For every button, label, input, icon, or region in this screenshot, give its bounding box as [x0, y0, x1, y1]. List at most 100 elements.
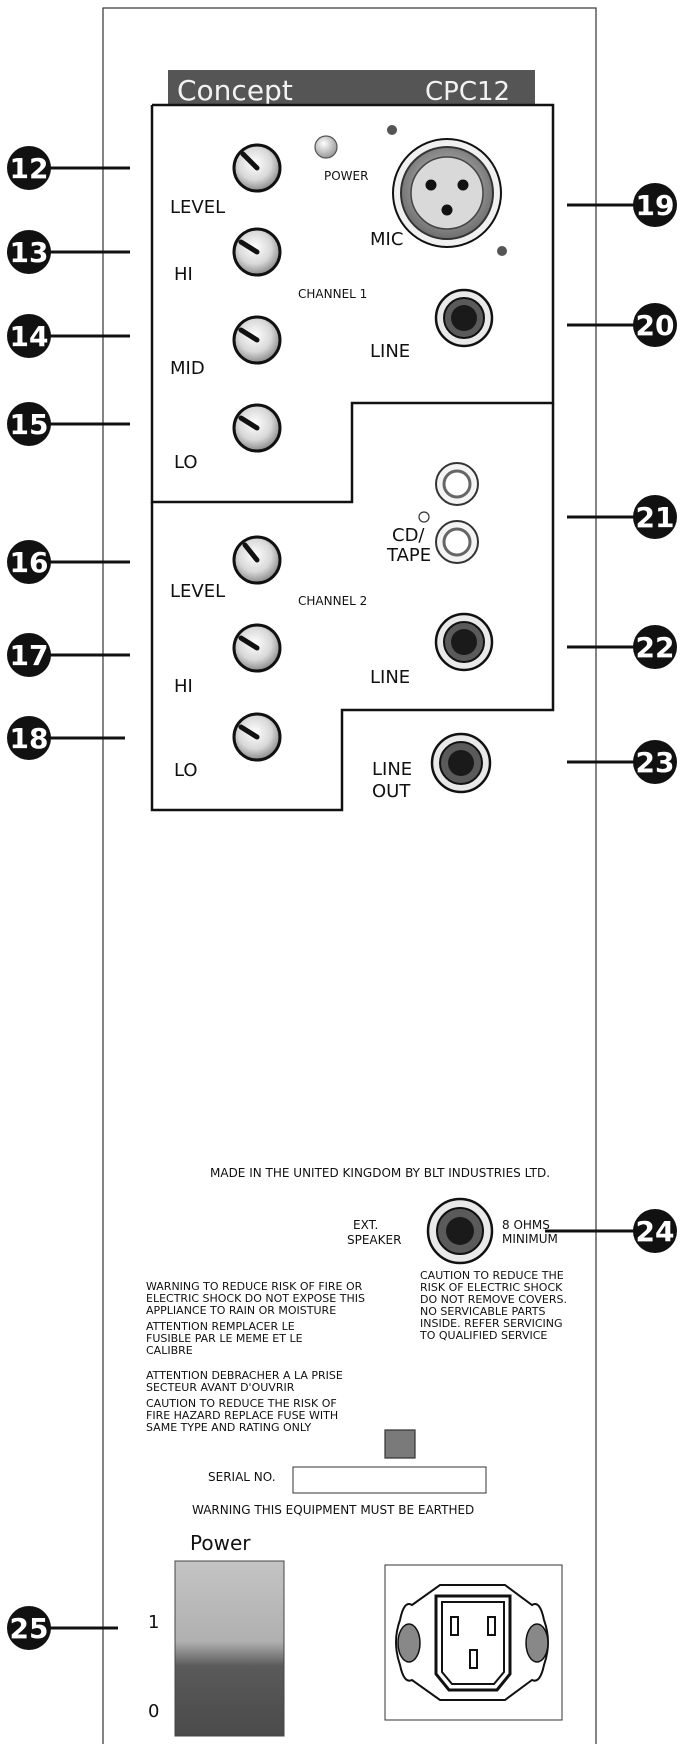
- callout-number-21: 21: [636, 501, 675, 534]
- ch1-lo-label: LO: [174, 452, 198, 473]
- ch1-hi-knob[interactable]: [232, 227, 282, 277]
- callout-number-12: 12: [10, 152, 49, 185]
- cd-tape-rca-top[interactable]: [435, 462, 479, 506]
- callout-number-25: 25: [10, 1612, 49, 1645]
- caution-right-1: CAUTION TO REDUCE THE: [420, 1269, 564, 1282]
- cd-tape-label-2: TAPE: [386, 545, 431, 566]
- callout-badge: [7, 633, 51, 677]
- callout-badge: [633, 1209, 677, 1253]
- callout-badge: [633, 183, 677, 227]
- caution-fuse-3: SAME TYPE AND RATING ONLY: [146, 1421, 312, 1434]
- callout-badge: [633, 625, 677, 669]
- ch1-mid-label: MID: [170, 358, 205, 379]
- power-led: [314, 135, 338, 159]
- callout-number-18: 18: [10, 722, 49, 755]
- cd-tape-label-1: CD/: [392, 525, 425, 546]
- callout-group: 12 13 14 15 16 17 18 19 20 21 22 23 24 25: [7, 146, 677, 1650]
- callout-badge: [7, 402, 51, 446]
- ohms-label-1: 8 OHMS: [502, 1218, 550, 1232]
- callout-badge: [633, 303, 677, 347]
- indicator-ring: [418, 511, 430, 523]
- callout-badge: [633, 740, 677, 784]
- warning-left-1: WARNING TO REDUCE RISK OF FIRE OR: [146, 1280, 363, 1293]
- channel1-label: CHANNEL 1: [298, 287, 367, 301]
- caution-right-3: DO NOT REMOVE COVERS.: [420, 1293, 567, 1306]
- model-name: CPC12: [425, 77, 510, 107]
- channel2-outline: [150, 403, 555, 812]
- ch2-level-knob[interactable]: [232, 535, 282, 585]
- power-label: POWER: [324, 169, 368, 183]
- caution-right-4: NO SERVICABLE PARTS: [420, 1305, 545, 1318]
- ch2-hi-label: HI: [174, 676, 193, 697]
- callout-number-22: 22: [636, 631, 675, 664]
- brand-name: Concept: [177, 74, 293, 107]
- rear-panel-outline: [102, 7, 597, 1744]
- channel2-label: CHANNEL 2: [298, 594, 367, 608]
- attention-fuse-1: ATTENTION REMPLACER LE: [146, 1320, 295, 1333]
- power-switch-title: Power: [190, 1531, 251, 1555]
- caution-right-5: INSIDE. REFER SERVICING: [420, 1317, 563, 1330]
- callout-badge: [7, 314, 51, 358]
- ch1-hi-label: HI: [174, 264, 193, 285]
- switch-on-label: 1: [148, 1612, 159, 1633]
- ch2-line-jack[interactable]: [434, 612, 494, 672]
- cd-tape-rca-bottom[interactable]: [435, 520, 479, 564]
- attention-fuse-3: CALIBRE: [146, 1344, 193, 1357]
- attention-fuse-2: FUSIBLE PAR LE MEME ET LE: [146, 1332, 303, 1345]
- ch1-line-jack[interactable]: [434, 288, 494, 348]
- ch1-line-label: LINE: [370, 341, 410, 362]
- callout-badge: [7, 1606, 51, 1650]
- attention-mains-1: ATTENTION DEBRACHER A LA PRISE: [146, 1369, 343, 1382]
- line-out-label-1: LINE: [372, 759, 412, 780]
- caution-right-2: RISK OF ELECTRIC SHOCK: [420, 1281, 563, 1294]
- warning-left-2: ELECTRIC SHOCK DO NOT EXPOSE THIS: [146, 1292, 365, 1305]
- line-out-label-2: OUT: [372, 781, 411, 802]
- ch1-mid-knob[interactable]: [232, 315, 282, 365]
- callout-number-20: 20: [636, 309, 675, 342]
- ch1-level-knob[interactable]: [232, 143, 282, 193]
- callout-number-15: 15: [10, 408, 49, 441]
- fuse-holder[interactable]: [384, 1429, 416, 1459]
- caution-right-6: TO QUALIFIED SERVICE: [419, 1329, 547, 1342]
- mic-label: MIC: [370, 229, 403, 250]
- ch2-hi-knob[interactable]: [232, 623, 282, 673]
- attention-mains-2: SECTEUR AVANT D'OUVRIR: [146, 1381, 295, 1394]
- callout-badge: [7, 716, 51, 760]
- ch2-level-label: LEVEL: [170, 581, 225, 602]
- callout-number-23: 23: [636, 746, 675, 779]
- ch1-lo-knob[interactable]: [232, 403, 282, 453]
- caution-fuse-1: CAUTION TO REDUCE THE RISK OF: [146, 1397, 337, 1410]
- ohms-label-2: MINIMUM: [502, 1232, 558, 1246]
- screw-icon: [497, 246, 507, 256]
- callout-number-17: 17: [10, 639, 49, 672]
- callout-badge: [7, 230, 51, 274]
- screw-icon: [387, 125, 397, 135]
- made-in-text: MADE IN THE UNITED KINGDOM BY BLT INDUST…: [210, 1166, 550, 1180]
- ext-speaker-label-2: SPEAKER: [347, 1233, 401, 1247]
- ext-speaker-label-1: EXT.: [353, 1218, 378, 1232]
- callout-number-24: 24: [636, 1215, 675, 1248]
- ch2-line-label: LINE: [370, 667, 410, 688]
- callout-badge: [7, 540, 51, 584]
- serial-label: SERIAL NO.: [208, 1470, 276, 1484]
- callout-badge: [7, 146, 51, 190]
- ch1-level-label: LEVEL: [170, 197, 225, 218]
- callout-badge: [633, 495, 677, 539]
- iec-power-inlet[interactable]: [384, 1564, 563, 1721]
- callout-number-19: 19: [636, 189, 675, 222]
- power-rocker-switch[interactable]: [174, 1560, 285, 1737]
- brand-bar: [168, 70, 535, 106]
- callout-number-14: 14: [10, 320, 49, 353]
- ext-speaker-jack[interactable]: [426, 1197, 494, 1265]
- serial-number-box: [292, 1466, 487, 1494]
- caution-fuse-2: FIRE HAZARD REPLACE FUSE WITH: [146, 1409, 338, 1422]
- ch2-lo-knob[interactable]: [232, 712, 282, 762]
- callout-number-16: 16: [10, 546, 49, 579]
- callout-number-13: 13: [10, 236, 49, 269]
- mic-xlr-input[interactable]: [392, 138, 502, 248]
- warning-left-3: APPLIANCE TO RAIN OR MOISTURE: [146, 1304, 336, 1317]
- ch2-lo-label: LO: [174, 760, 198, 781]
- earthed-warning: WARNING THIS EQUIPMENT MUST BE EARTHED: [192, 1503, 474, 1517]
- line-out-jack[interactable]: [430, 732, 492, 794]
